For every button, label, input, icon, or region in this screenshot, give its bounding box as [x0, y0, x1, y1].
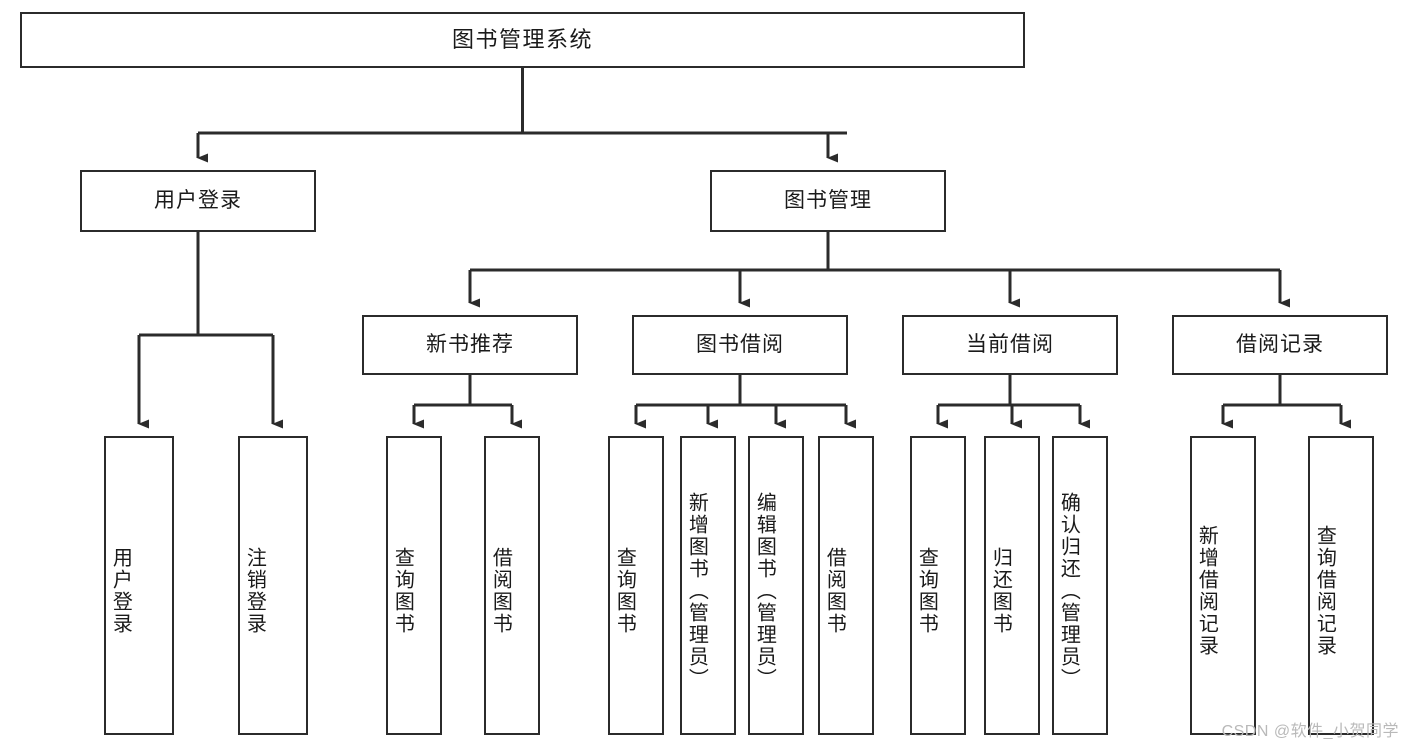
node-leaf-nb-borrow-book-label: 借阅图书: [489, 546, 512, 635]
node-leaf-nb-borrow-book[interactable]: 借阅图书: [484, 436, 540, 735]
node-borrow-record-label: 借阅记录: [1236, 333, 1324, 357]
node-book-management[interactable]: 图书管理: [710, 170, 946, 232]
node-leaf-user-login[interactable]: 用户登录: [104, 436, 174, 735]
node-book-management-label: 图书管理: [784, 189, 872, 213]
node-user-login-label: 用户登录: [154, 189, 242, 213]
node-leaf-bw-edit-book-admin-label: 编辑图书（管理员）: [753, 491, 776, 690]
node-leaf-cb-query-book-label: 查询图书: [915, 546, 938, 635]
node-leaf-bw-add-book-admin[interactable]: 新增图书（管理员）: [680, 436, 736, 735]
node-root-label: 图书管理系统: [451, 26, 593, 52]
node-book-borrow[interactable]: 图书借阅: [632, 315, 848, 375]
node-leaf-bw-borrow-book-label: 借阅图书: [823, 546, 846, 635]
node-leaf-bw-borrow-book[interactable]: 借阅图书: [818, 436, 874, 735]
node-leaf-cb-return-book[interactable]: 归还图书: [984, 436, 1040, 735]
node-leaf-logout[interactable]: 注销登录: [238, 436, 308, 735]
node-leaf-cb-confirm-return-admin-label: 确认归还（管理员）: [1057, 491, 1080, 690]
node-borrow-record[interactable]: 借阅记录: [1172, 315, 1388, 375]
node-leaf-br-add-record-label: 新增借阅记录: [1195, 524, 1218, 657]
node-current-borrow-label: 当前借阅: [966, 333, 1054, 357]
node-leaf-br-query-record[interactable]: 查询借阅记录: [1308, 436, 1374, 735]
node-leaf-logout-label: 注销登录: [243, 546, 266, 635]
node-leaf-bw-edit-book-admin[interactable]: 编辑图书（管理员）: [748, 436, 804, 735]
node-leaf-cb-return-book-label: 归还图书: [989, 546, 1012, 635]
node-leaf-br-add-record[interactable]: 新增借阅记录: [1190, 436, 1256, 735]
node-leaf-bw-add-book-admin-label: 新增图书（管理员）: [685, 491, 708, 690]
node-user-login[interactable]: 用户登录: [80, 170, 316, 232]
node-leaf-nb-query-book-label: 查询图书: [391, 546, 414, 635]
node-new-book-recommend-label: 新书推荐: [426, 333, 514, 357]
node-leaf-user-login-label: 用户登录: [109, 546, 132, 635]
node-root-system[interactable]: 图书管理系统: [20, 12, 1025, 68]
node-leaf-br-query-record-label: 查询借阅记录: [1313, 524, 1336, 657]
csdn-watermark: CSDN @软件_小贺同学: [1221, 723, 1399, 740]
node-book-borrow-label: 图书借阅: [696, 333, 784, 357]
node-leaf-cb-query-book[interactable]: 查询图书: [910, 436, 966, 735]
node-new-book-recommend[interactable]: 新书推荐: [362, 315, 578, 375]
node-leaf-cb-confirm-return-admin[interactable]: 确认归还（管理员）: [1052, 436, 1108, 735]
node-current-borrow[interactable]: 当前借阅: [902, 315, 1118, 375]
node-leaf-bw-query-book-label: 查询图书: [613, 546, 636, 635]
node-leaf-bw-query-book[interactable]: 查询图书: [608, 436, 664, 735]
node-leaf-nb-query-book[interactable]: 查询图书: [386, 436, 442, 735]
